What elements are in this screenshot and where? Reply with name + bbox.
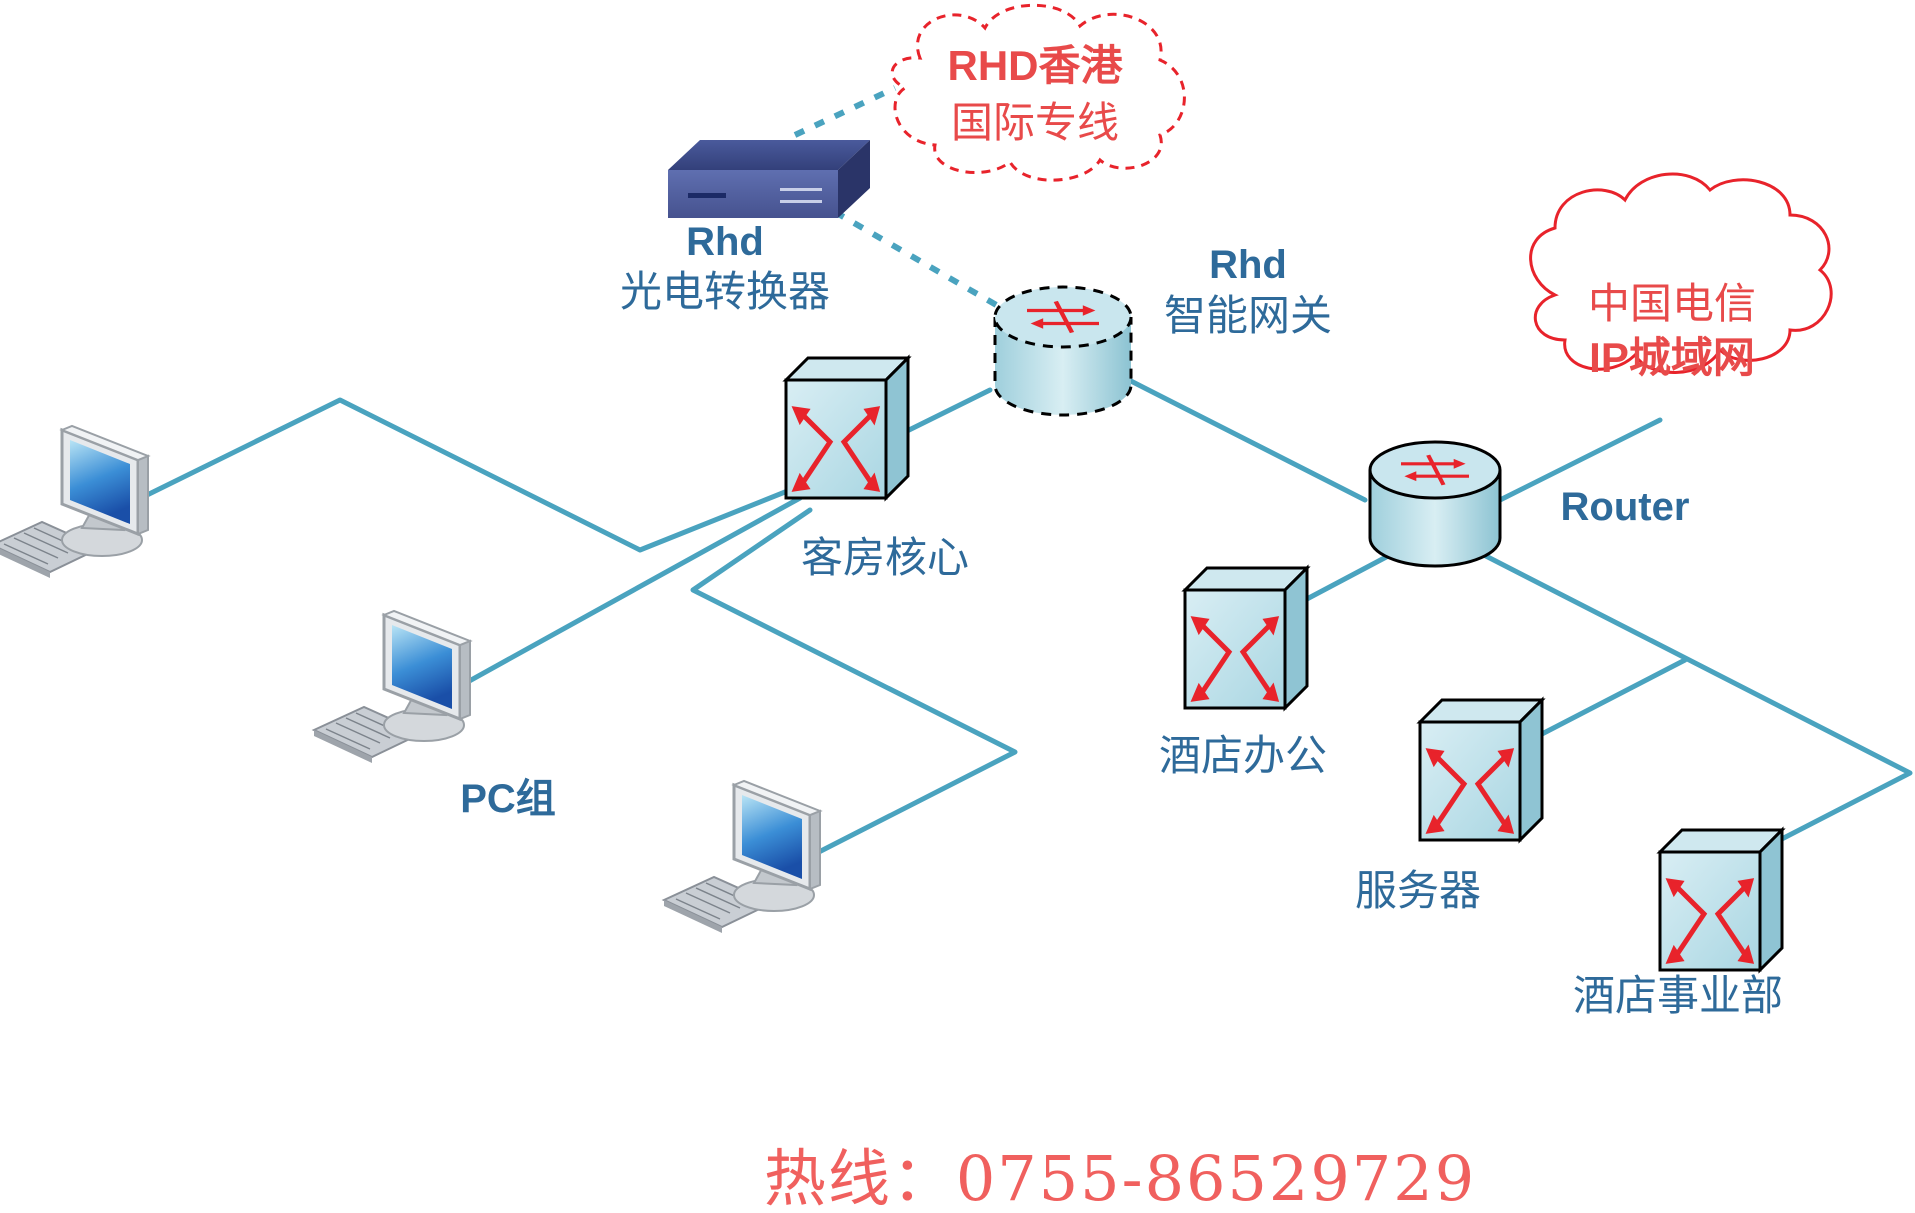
link-lines	[140, 375, 1913, 858]
link-router-office	[1302, 552, 1393, 603]
cloud-telecom-line1: 中国电信	[1588, 279, 1756, 328]
switch-office-label: 酒店办公	[1159, 731, 1327, 780]
pc-3-icon	[662, 779, 822, 935]
switch-server-label: 服务器	[1355, 866, 1481, 915]
pc-1-icon	[0, 424, 150, 580]
converter-label: 光电转换器	[620, 267, 830, 316]
cloud-hk-line: RHD香港 国际专线	[890, 3, 1186, 182]
link-core-gateway	[902, 387, 993, 435]
switch-business-label: 酒店事业部	[1573, 971, 1783, 1020]
link-converter-gateway	[833, 209, 1007, 313]
pc-2-icon	[312, 609, 472, 765]
link-gateway-router	[1122, 375, 1368, 503]
switch-business-icon	[1660, 830, 1782, 970]
link-branch-server	[1537, 657, 1688, 738]
link-router-branch	[1477, 550, 1913, 848]
converter-name: Rhd	[686, 220, 764, 264]
cloud-telecom-shape	[1529, 172, 1833, 374]
gateway-icon	[993, 285, 1133, 417]
switch-office-icon	[1185, 568, 1307, 708]
cloud-hk-shape	[890, 3, 1186, 182]
link-router-cloud	[1497, 417, 1663, 503]
link-pc3-core	[690, 507, 1018, 858]
cloud-telecom-line2: IP城域网	[1589, 334, 1755, 381]
cloud-telecom: 中国电信 IP城域网	[1529, 172, 1833, 381]
hotline-text: 热线：0755-86529729	[764, 1142, 1476, 1213]
link-pc2-core	[459, 495, 803, 688]
pc-group-label: PC组	[460, 777, 556, 821]
router-icon	[1368, 440, 1502, 568]
converter-device-icon	[668, 140, 870, 218]
gateway-label: 智能网关	[1164, 291, 1332, 340]
link-pc1-core	[140, 397, 793, 553]
link-converter-cloud	[793, 85, 897, 138]
cloud-hk-line2: 国际专线	[951, 98, 1119, 147]
switch-room-core-label: 客房核心	[801, 533, 969, 582]
router-label: Router	[1561, 485, 1690, 529]
switch-server-icon	[1420, 700, 1542, 840]
switch-room-core-icon	[786, 358, 908, 498]
gateway-name: Rhd	[1209, 243, 1287, 287]
cloud-hk-line1: RHD香港	[948, 42, 1124, 89]
